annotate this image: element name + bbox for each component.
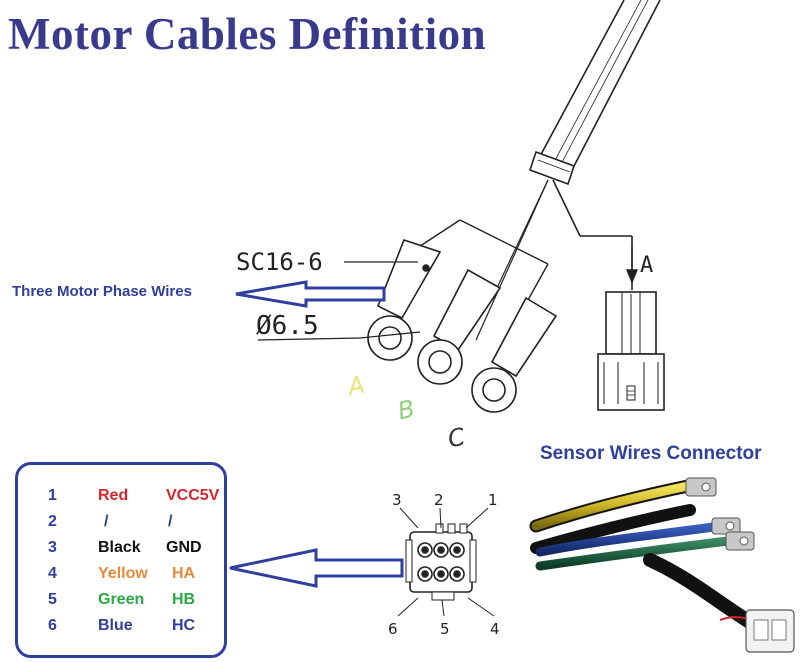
pinout-row: 6 Blue HC [18,617,224,641]
wire-signal: HC [172,617,196,634]
pinout-row: 1 Red VCC5V [18,487,224,511]
phase-label-a: A [343,371,367,402]
pin-label-1: 1 [488,491,498,509]
wire-color: Red [98,487,129,504]
wire-color: Yellow [98,565,148,582]
pin-leader-lines [397,507,495,617]
pinout-row: 4 Yellow HA [18,565,224,589]
wire-color: / [104,513,109,530]
wire-signal: VCC5V [166,487,220,504]
wire-signal: HB [172,591,196,608]
phase-wires-label: Three Motor Phase Wires [12,283,192,300]
wire-color: Green [98,591,145,608]
pin-label-3: 3 [392,491,402,509]
wire-signal: / [168,513,173,530]
pin-number: 2 [48,513,57,530]
pin-label-4: 4 [490,620,500,638]
wire-color: Black [98,539,141,556]
terminal-spec-label: SC16-6 [236,248,323,276]
wire-color: Blue [98,617,133,634]
pinout-arrow [229,548,404,588]
pinout-row: 2 / / [18,513,224,537]
pin-number: 4 [48,565,57,582]
sensor-connector-side-view [597,291,665,411]
pinout-row: 3 Black GND [18,539,224,563]
diameter-label: Ø6.5 [256,311,319,341]
pinout-table: 1 Red VCC5V 2 / / 3 Black GND 4 Yellow H… [15,462,227,658]
pinout-row: 5 Green HB [18,591,224,615]
wire-signal: GND [166,539,202,556]
motor-cable [475,0,661,341]
pin-label-6: 6 [388,620,398,638]
phase-label-c: C [445,422,467,453]
sensor-connector-face-view [405,523,477,601]
pin-number: 3 [48,539,57,556]
pin-label-5: 5 [440,620,450,638]
pin-label-2: 2 [434,491,444,509]
view-arrow-label: A [640,253,653,278]
ring-terminal-c [471,296,558,413]
dimension-leaders [257,261,421,341]
ring-terminal-a [367,239,442,361]
phase-wires-arrow [235,280,386,308]
sensor-connector-label: Sensor Wires Connector [540,443,762,464]
wire-signal: HA [172,565,196,582]
phase-label-b: B [395,395,417,426]
pin-number: 5 [48,591,57,608]
ring-terminal-b [417,268,502,385]
pin-number: 1 [48,487,57,504]
pin-number: 6 [48,617,57,634]
view-arrow [625,246,639,284]
page-title: Motor Cables Definition [8,9,487,59]
sensor-wires-photo [529,477,795,653]
